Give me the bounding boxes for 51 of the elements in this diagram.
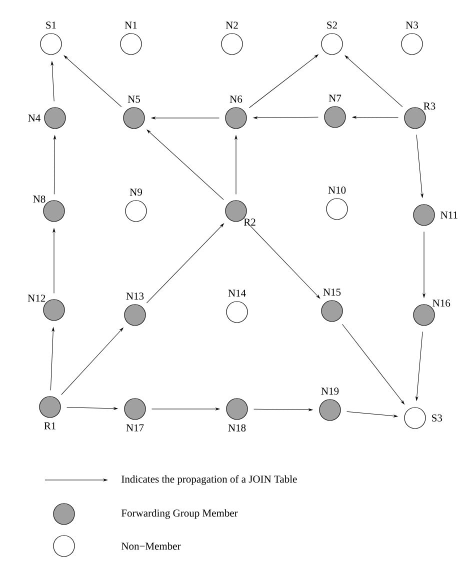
node-label: N4 (28, 114, 40, 122)
arrow (54, 135, 56, 194)
node-label: N16 (432, 300, 450, 307)
node-label: N18 (228, 424, 246, 432)
node-label: N19 (321, 388, 339, 395)
arrow (254, 408, 313, 411)
arrow (247, 222, 320, 298)
legend-text: Non−Member (122, 542, 181, 550)
arrow (52, 228, 56, 294)
node-label: S1 (46, 22, 56, 29)
node-label: N11 (440, 212, 458, 218)
arrow (151, 116, 220, 120)
arrow (249, 54, 318, 108)
arrow (352, 116, 398, 118)
node-label: S2 (327, 22, 337, 29)
arrow (50, 61, 54, 102)
arrow (342, 324, 404, 404)
node-label: S3 (432, 414, 442, 422)
arrow (152, 408, 220, 410)
node-label: R2 (244, 218, 256, 226)
arrow (146, 130, 224, 200)
node-label: N14 (228, 290, 246, 297)
node-label: N15 (323, 288, 341, 296)
arrow (146, 223, 224, 304)
arrow (344, 56, 403, 108)
legend-text: Forwarding Group Member (122, 509, 238, 519)
node-label: N9 (130, 188, 142, 196)
arrow (64, 56, 122, 108)
legend-text: Indicates the propagation of a JOIN Table (122, 475, 297, 485)
arrow (346, 411, 398, 418)
arrow (50, 327, 54, 390)
node-label: N2 (226, 22, 238, 29)
node-label: N10 (328, 186, 346, 194)
node-label: N12 (28, 294, 46, 302)
arrow (234, 135, 238, 194)
node-label: N8 (33, 196, 46, 203)
arrow (66, 407, 118, 410)
node-label: N7 (328, 94, 342, 102)
node-label: N17 (126, 424, 144, 432)
arrow (253, 116, 318, 119)
node-label: N3 (406, 22, 418, 29)
node-label: N13 (126, 292, 144, 300)
arrow (422, 232, 426, 298)
node-label: N6 (230, 96, 242, 103)
arrow (416, 134, 424, 198)
node-label: N5 (128, 96, 140, 103)
node-label: R3 (424, 102, 436, 110)
arrow (416, 332, 423, 401)
node-label: R1 (44, 422, 56, 430)
arrow (61, 328, 124, 395)
node-label: N1 (124, 22, 137, 29)
